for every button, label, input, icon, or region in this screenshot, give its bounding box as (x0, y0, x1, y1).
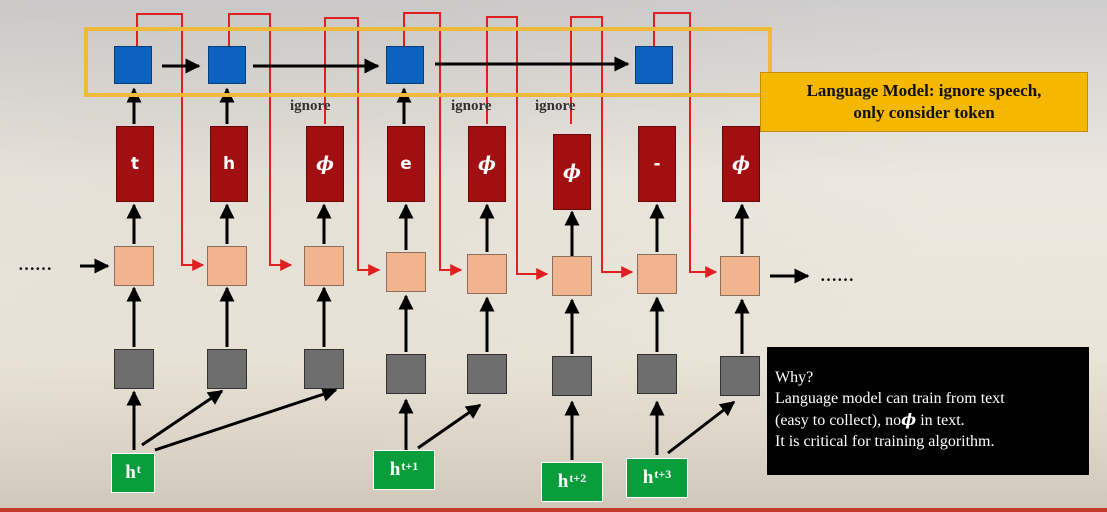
lm-state-block (114, 46, 152, 84)
why-title: Why? (775, 369, 814, 386)
token-output: t (116, 126, 154, 202)
encoder-state-block (467, 354, 507, 394)
token-output: e (387, 126, 425, 202)
why-line-text: in text. (916, 412, 965, 429)
ignore-label: ignore (451, 98, 492, 114)
token-output: ϕ (553, 134, 591, 210)
rnn-state-block (207, 246, 247, 286)
lm-state-block (208, 46, 246, 84)
rnn-state-block (304, 246, 344, 286)
rnn-state-block (552, 256, 592, 296)
why-line-text: (easy to collect), no (775, 412, 902, 429)
ellipsis-left: …… (18, 255, 52, 274)
rnn-state-block (386, 252, 426, 292)
lm-state-block (635, 46, 673, 84)
ellipsis-right: …… (820, 266, 854, 285)
slide-bottom-bar (0, 508, 1107, 512)
encoder-state-block (386, 354, 426, 394)
ignore-label: ignore (535, 98, 576, 114)
phi-symbol: ϕ (901, 410, 917, 429)
lm-state-block (386, 46, 424, 84)
why-line: Language model can train from text (775, 390, 1005, 407)
encoder-state-block (637, 354, 677, 394)
language-model-callout: Language Model: ignore speech, only cons… (760, 72, 1088, 132)
rnn-state-block (467, 254, 507, 294)
recurrent-arrows (80, 258, 810, 284)
token-output: ϕ (468, 126, 506, 202)
callout-line: Language Model: ignore speech, (806, 81, 1042, 100)
encoder-state-block (552, 356, 592, 396)
why-line: (easy to collect), noϕ in text. (775, 409, 1089, 431)
token-output: h (210, 126, 248, 202)
why-line: It is critical for training algorithm. (775, 433, 995, 450)
encoder-state-block (720, 356, 760, 396)
encoder-state-block (207, 349, 247, 389)
token-output: ϕ (722, 126, 760, 202)
rnn-state-block (114, 246, 154, 286)
callout-line: only consider token (853, 103, 995, 122)
skip-connections (136, 12, 718, 280)
rnn-state-block (720, 256, 760, 296)
why-callout: Why? Language model can train from text … (767, 347, 1089, 475)
rnn-state-block (637, 254, 677, 294)
ignore-label: ignore (290, 98, 331, 114)
token-output: - (638, 126, 676, 202)
encoder-state-block (304, 349, 344, 389)
encoder-state-block (114, 349, 154, 389)
token-output: ϕ (306, 126, 344, 202)
lm-chain-arrows (162, 56, 630, 74)
language-model-panel (84, 27, 772, 97)
diagonal-arrows (141, 387, 736, 455)
